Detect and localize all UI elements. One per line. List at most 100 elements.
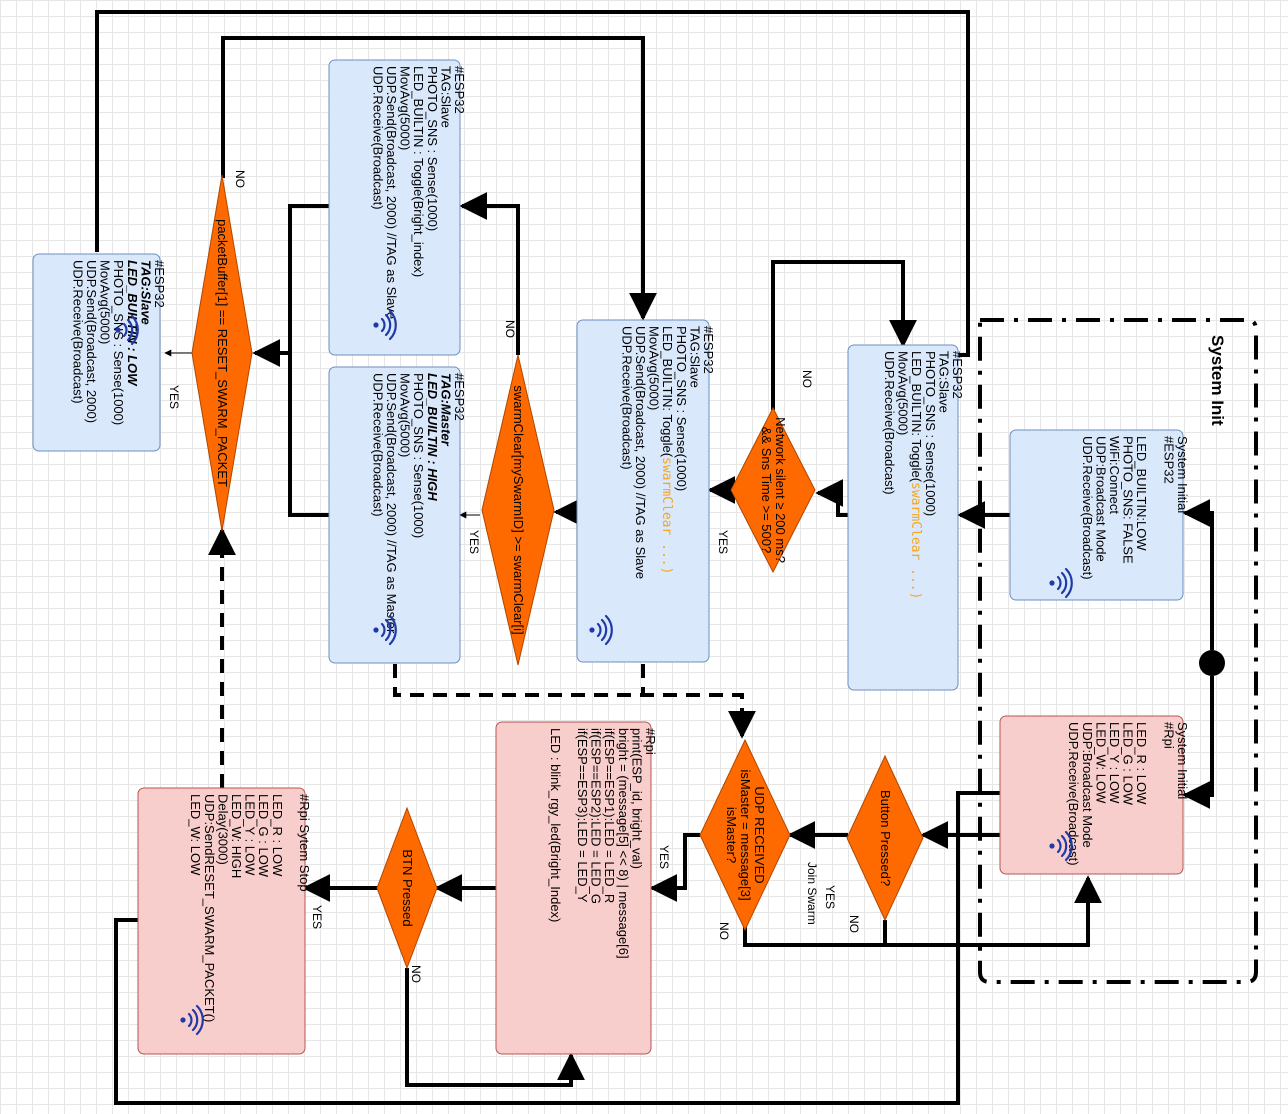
box-line: LED_BUILTIN:LOW	[1134, 436, 1149, 551]
decision-button-pressed[interactable]: Button Pressed?	[846, 754, 924, 922]
box-rpi-process[interactable]: #Rpiprint(ESP_id, bright_val)bright = (m…	[495, 721, 658, 1055]
box-line: LED_Y : LOW	[243, 794, 258, 876]
edge-reset-no	[221, 36, 657, 321]
decision-network-silent[interactable]: Network silent ≥ 200 ms?&& Sns Time >= 5…	[730, 406, 816, 574]
wifi-icon	[373, 614, 397, 646]
label-no-swarm: NO	[503, 320, 517, 338]
box-line: bright = (message[5] << 8) | message[6]	[616, 728, 631, 959]
decision-btn-pressed[interactable]: BTN Pressed	[376, 806, 438, 970]
box-rpi-init[interactable]: System Initial#Rpi LED_R : LOWLED_G : LO…	[999, 715, 1190, 875]
label-yes-net: YES	[716, 530, 730, 554]
box-esp-slave-c[interactable]: #ESP32TAG:SlavePHOTO_SNS : Sense(1000)LE…	[847, 344, 965, 691]
box-esp-init[interactable]: System Initial#ESP32 LED_BUILTIN:LOWPHOT…	[1009, 429, 1190, 601]
label-yes-udp: YES	[657, 845, 671, 869]
box-line: PHOTO_SNS : Sense(1000)	[111, 260, 126, 425]
edge-udp-yes	[649, 833, 700, 902]
box-line: PHOTO_SNS : Sense(1000)	[425, 66, 440, 231]
decision-udp-received[interactable]: UDP RECEIVEDisMaster = message[3]isMaste…	[699, 738, 791, 932]
label-no-reset: NO	[233, 170, 247, 188]
decision-line: isMaster = message[3]	[738, 769, 753, 900]
box-line: PHOTO_SNS : Sense(1000)	[674, 326, 689, 491]
decision-line: UDP RECEIVED	[752, 786, 767, 883]
edge-udp-no	[743, 875, 1102, 947]
box-line: #ESP32	[1161, 436, 1176, 484]
box-esp-slave-a[interactable]: #ESP32TAG:SlavePHOTO_SNS : Sense(1000)LE…	[328, 59, 467, 356]
decision-line: swarmClear[mySwarmID] >= swarmClear[i]	[511, 385, 526, 634]
box-line: WiFi:Connect	[1107, 436, 1122, 514]
decision-line: Network silent ≥ 200 ms?	[773, 417, 788, 563]
box-line: if(ESP==ESP2):LED = LED_G	[589, 728, 604, 904]
box-rpi-stop[interactable]: #Rpi Sytem Stop LED_R : LOWLED_G : LOWLE…	[137, 787, 312, 1055]
edge-btn-no	[405, 968, 585, 1087]
box-line: System Initial	[1175, 436, 1190, 513]
box-line: LED_G : LOW	[1121, 722, 1136, 806]
box-line: UDP.Send(Broadcast, 2000) //TAG as Slave	[633, 326, 648, 579]
label-yes-swarm: YES	[467, 530, 481, 554]
decision-text: swarmClear[mySwarmID] >= swarmClear[i]	[511, 385, 526, 634]
box-line: UDP.Receive(Broadcast)	[70, 260, 85, 404]
edge-swarm-no	[459, 192, 520, 355]
box-line: UDP.Receive(Broadcast)	[1080, 436, 1095, 580]
box-line: MovAvg(5000)	[398, 66, 413, 150]
box-line: if(ESP==ESP3):LED = LED_Y	[575, 728, 590, 903]
decision-text: BTN Pressed	[400, 849, 415, 926]
box-line: LED_W: LOW	[1093, 722, 1108, 804]
decision-line: BTN Pressed	[400, 849, 415, 926]
box-text: #ESP32TAG:MasterLED_BUILTIN : HIGHPHOTO_…	[370, 373, 467, 634]
box-line: LED_R : LOW	[1134, 722, 1149, 805]
box-esp-reset[interactable]: #ESP32TAG:SlaveLED_BUILTIN : LOWPHOTO_SN…	[32, 253, 167, 452]
box-line: UDP.Send(Broadcast, 2000)	[84, 260, 99, 423]
box-esp-master[interactable]: #ESP32TAG:MasterLED_BUILTIN : HIGHPHOTO_…	[328, 366, 467, 664]
box-line: LED_W: HIGH	[229, 794, 244, 878]
box-text: #ESP32TAG:SlaveLED_BUILTIN : LOWPHOTO_SN…	[70, 260, 167, 425]
decision-line: isMaster?	[724, 807, 739, 863]
box-line: UDP.Receive(Broadcast)	[619, 326, 634, 470]
wifi-icon	[1049, 830, 1073, 862]
box-line: UDP.Receive(Broadcast)	[370, 66, 385, 210]
box-esp-slave-b[interactable]: #ESP32TAG:SlavePHOTO_SNS : Sense(1000)LE…	[576, 319, 716, 663]
box-line: UDP:Broadcast Mode	[1080, 722, 1095, 848]
start-node[interactable]	[1199, 650, 1225, 676]
box-line: LED_BUILTIN : LOW	[125, 260, 140, 387]
box-line: UDP.Send(Broadcast, 2000) //TAG as Slave	[384, 66, 399, 319]
system-init-title: System Init	[1208, 335, 1227, 426]
wifi-icon	[373, 309, 397, 341]
decision-swarm-clear[interactable]: swarmClear[mySwarmID] >= swarmClear[i]	[481, 354, 555, 666]
box-line: TAG:Slave	[138, 260, 153, 325]
box-line: #ESP32	[152, 260, 167, 308]
box-line: MovAvg(5000)	[398, 373, 413, 457]
decision-line: && Sns Time >= 500?	[759, 427, 774, 553]
label-join-swarm: Join Swarm	[805, 862, 819, 925]
system-init-group[interactable]: System Init	[978, 318, 1258, 984]
wifi-icon	[589, 614, 613, 646]
box-line: TAG:Slave	[438, 66, 453, 128]
label-no-udp: NO	[717, 922, 731, 940]
box-line: LED_G : LOW	[256, 794, 271, 878]
label-yes-reset: YES	[167, 385, 181, 409]
box-line: if(ESP==ESP1):LED = LED_R	[602, 728, 617, 903]
box-line: TAG:Slave	[687, 326, 702, 388]
box-line: UDP:Broadcast Mode	[1093, 436, 1108, 562]
box-line: Delay(3000)	[215, 794, 230, 865]
label-no-net: NO	[800, 370, 814, 388]
label-no-btn: NO	[409, 965, 423, 983]
decision-text: UDP RECEIVEDisMaster = message[3]isMaste…	[724, 769, 767, 900]
label-no-button: NO	[847, 915, 861, 933]
box-line: LED_BUILTIN : Toggle(Bright_index)	[411, 66, 426, 277]
decision-text: Network silent ≥ 200 ms?&& Sns Time >= 5…	[759, 417, 788, 563]
box-line: print(ESP_id, bright_val)	[629, 728, 644, 869]
decision-reset-check[interactable]: packetBuffer[1] == RESET_SWARM_PACKET	[191, 174, 253, 532]
box-line: MovAvg(5000)	[896, 351, 911, 435]
box-line: PHOTO_SNS : Sense(1000)	[411, 373, 426, 538]
box-line: PHOTO_SNS : Sense(1000)	[923, 351, 938, 516]
box-line: UDP.Receive(Broadcast)	[370, 373, 385, 517]
box-line: #ESP32	[452, 66, 467, 114]
box-line: #Rpi	[1161, 722, 1176, 749]
box-text: #Rpiprint(ESP_id, bright_val)bright = (m…	[548, 728, 658, 959]
box-line: LED_BUILTIN : HIGH	[425, 373, 440, 501]
box-line: #ESP32	[701, 326, 716, 374]
box-line: #ESP32	[452, 373, 467, 421]
wifi-icon	[115, 314, 139, 346]
edge-stop-loop	[114, 791, 1000, 1105]
box-line: #Rpi Sytem Stop	[297, 794, 312, 892]
